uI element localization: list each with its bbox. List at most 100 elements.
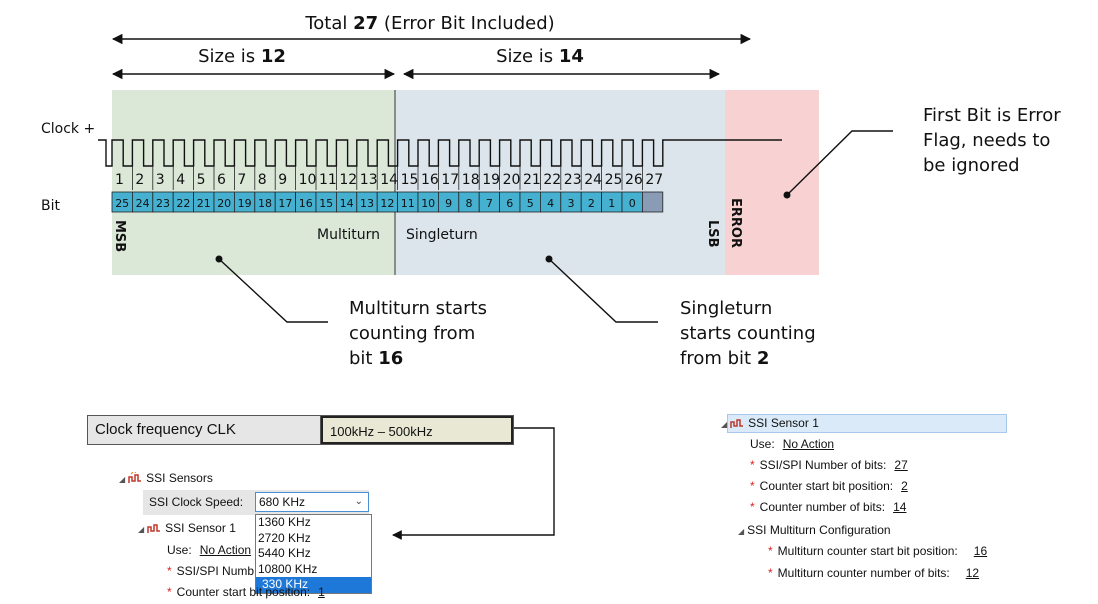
bit-value: 14: [340, 197, 354, 210]
mt-start-value[interactable]: 16: [973, 544, 988, 558]
collapse-triangle-icon[interactable]: ◢: [738, 527, 745, 536]
counter-start-value[interactable]: 2: [901, 479, 908, 493]
mt-number-value[interactable]: 12: [965, 566, 980, 580]
use-value[interactable]: No Action: [782, 437, 835, 451]
multiturn-config-title: SSI Multiturn Configuration: [747, 523, 891, 537]
bit-value: 25: [115, 197, 129, 210]
error-callout-line: [786, 130, 893, 196]
required-marker: *: [167, 585, 172, 599]
right-counter-start-row: * Counter start bit position: 2: [750, 479, 908, 493]
bit-number: 8: [258, 172, 267, 188]
bit-number: 22: [543, 172, 561, 188]
ssi-sensors-node[interactable]: ◢ SSI Sensors: [119, 470, 213, 485]
bit-number: 17: [441, 172, 459, 188]
bit-number: 18: [462, 172, 480, 188]
bit-value: 9: [445, 197, 452, 210]
clock-frequency-table: Clock frequency CLK 100kHz – 500kHz: [87, 415, 514, 445]
counter-start-row: * Counter start bit position: 1: [167, 585, 325, 599]
bit-value: 20: [217, 197, 231, 210]
bit-number: 2: [135, 172, 144, 188]
counter-number-value[interactable]: 14: [893, 500, 907, 514]
size-left-label: Size is 12: [198, 46, 286, 67]
chevron-down-icon[interactable]: ⌄: [354, 496, 363, 507]
dropdown-option[interactable]: 1360 KHz: [258, 515, 311, 529]
dropdown-option[interactable]: 2720 KHz: [258, 530, 311, 545]
bit-number: 13: [360, 172, 378, 188]
collapse-triangle-icon[interactable]: ◢: [138, 525, 145, 534]
number-bits-row: *SSI/SPI Numb: [167, 564, 254, 578]
error-region: [725, 90, 819, 275]
bit-value: 10: [421, 197, 435, 210]
bit-value: 18: [258, 197, 272, 210]
bit-value: 15: [319, 197, 333, 210]
clock-label: Clock +: [41, 121, 95, 137]
required-marker: *: [750, 479, 755, 493]
right-use-row: Use:No Action: [750, 437, 834, 451]
singleturn-note: Singleturn starts counting from bit 2: [680, 298, 821, 369]
clock-speed-dropdown: 1360 KHz 2720 KHz 5440 KHz 10800 KHz 330…: [255, 514, 372, 594]
right-sensor-1-title: SSI Sensor 1: [748, 416, 819, 430]
bit-value: 13: [360, 197, 374, 210]
error-note: First Bit is Error Flag, needs to be ign…: [923, 105, 1066, 176]
right-sensor-1-node[interactable]: ◢ SSI Sensor 1: [721, 416, 819, 430]
multiturn-callout-line: [218, 258, 328, 323]
counter-start-value[interactable]: 1: [318, 585, 325, 599]
bit-value: 19: [238, 197, 252, 210]
bit-number: 24: [584, 172, 602, 188]
counter-start-label: Counter start bit position:: [759, 479, 894, 493]
error-label: ERROR: [728, 198, 743, 248]
bit-number: 7: [237, 172, 246, 188]
clock-waveform: [98, 139, 782, 167]
counter-start-label: Counter start bit position:: [176, 585, 311, 599]
number-bits-label: SSI/SPI Number of bits:: [759, 458, 887, 472]
sensor-icon: [730, 417, 744, 429]
sensor-1-header[interactable]: [727, 414, 1007, 433]
sensor-icon: [147, 522, 161, 534]
number-bits-value[interactable]: 27: [894, 458, 908, 472]
collapse-triangle-icon[interactable]: ◢: [721, 420, 728, 429]
bit-value: 11: [401, 197, 415, 210]
dropdown-option[interactable]: 5440 KHz: [258, 546, 311, 560]
clock-speed-value: 680 KHz: [259, 495, 306, 509]
lsb-label: LSB: [705, 220, 720, 248]
bit-row-label: Bit: [41, 198, 60, 214]
bit-value: 22: [176, 197, 190, 210]
bit-value: 4: [547, 197, 554, 210]
singleturn-label: Singleturn: [406, 227, 478, 243]
dropdown-option[interactable]: 10800 KHz: [258, 561, 318, 576]
bit-number: 19: [482, 172, 500, 188]
right-counter-number-row: *Counter number of bits:14: [750, 500, 906, 514]
required-marker: *: [750, 458, 755, 472]
bit-value: 1: [608, 197, 615, 210]
clock-frequency-label: Clock frequency CLK: [88, 416, 321, 444]
ssi-sensors-title: SSI Sensors: [146, 471, 213, 485]
msb-label: MSB: [112, 220, 127, 252]
collapse-triangle-icon[interactable]: ◢: [119, 475, 126, 484]
bit-number: 21: [523, 172, 541, 188]
use-value[interactable]: No Action: [199, 543, 252, 557]
mt-number-row: *Multiturn counter number of bits:12: [768, 566, 979, 580]
right-number-bits-row: * SSI/SPI Number of bits: 27: [750, 458, 908, 472]
use-label: Use:: [167, 543, 192, 557]
required-marker: *: [167, 564, 172, 578]
bit-value: 24: [136, 197, 150, 210]
bit-value: 7: [486, 197, 493, 210]
clock-speed-select[interactable]: 680 KHz ⌄: [255, 492, 369, 512]
bit-value: 17: [278, 197, 292, 210]
bit-number: 23: [564, 172, 582, 188]
dropdown-option-selected[interactable]: 330 KHz: [256, 577, 371, 593]
sensor-icon: [128, 470, 142, 484]
ssi-sensor-1-node[interactable]: ◢ SSI Sensor 1: [138, 521, 236, 535]
bit-value: 21: [197, 197, 211, 210]
required-marker: *: [768, 566, 773, 580]
bit-number: 14: [380, 172, 398, 188]
multiturn-region: [112, 90, 395, 275]
bit-value: 2: [588, 197, 595, 210]
bit-number: 16: [421, 172, 439, 188]
bit-number: 12: [339, 172, 357, 188]
multiturn-config-node[interactable]: ◢SSI Multiturn Configuration: [738, 523, 891, 537]
ssi-sensor-1-title: SSI Sensor 1: [165, 521, 236, 535]
